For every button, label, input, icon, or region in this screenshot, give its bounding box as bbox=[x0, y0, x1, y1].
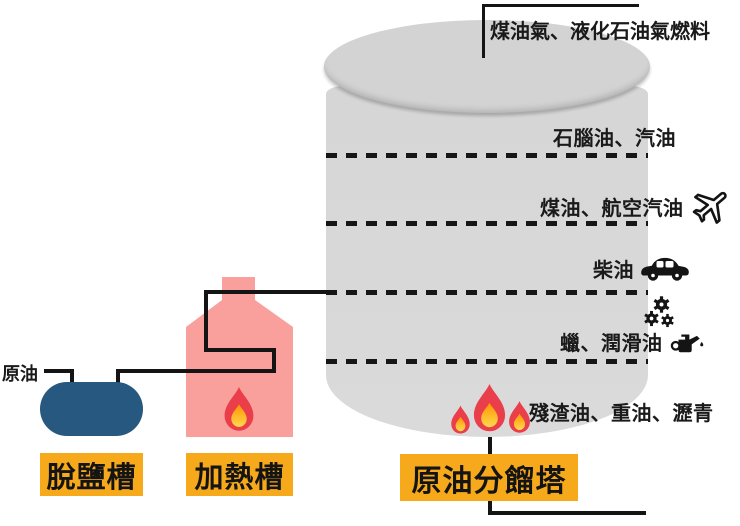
label-petroleum-gas: 煤油氣、液化石油氣燃料 bbox=[490, 21, 710, 43]
tray-dashed-line-1 bbox=[326, 153, 648, 158]
tray-dashed-line-4 bbox=[326, 359, 648, 364]
distillation-tower-body bbox=[326, 86, 648, 437]
bottoms-line-horizontal bbox=[488, 511, 646, 515]
top-outlet-line-horizontal bbox=[482, 4, 639, 7]
tower-name-label: 原油分餾塔 bbox=[400, 454, 578, 501]
label-wax-lubricant: 蠟、潤滑油 bbox=[560, 332, 663, 355]
heater-label: 加熱槽 bbox=[186, 453, 293, 496]
oil-can-icon bbox=[670, 334, 703, 352]
kerosene-row: 煤油、航空汽油 bbox=[540, 183, 733, 229]
airplane-icon bbox=[692, 191, 727, 224]
label-residue-bitumen: 殘渣油、重油、瀝青 bbox=[529, 403, 714, 425]
wax-row: 蠟、潤滑油 bbox=[560, 328, 704, 355]
furnace-flame-icon bbox=[224, 386, 254, 431]
car-icon bbox=[641, 257, 689, 281]
desalter-label: 脫鹽槽 bbox=[40, 453, 143, 496]
tray-dashed-line-2 bbox=[326, 221, 648, 226]
pipe-tank-to-furnace bbox=[116, 369, 276, 373]
flame-large-icon bbox=[473, 384, 506, 432]
pipe-furnace-v2 bbox=[204, 290, 208, 352]
diesel-row: 柴油 bbox=[593, 252, 689, 284]
flame-small-right-icon bbox=[509, 401, 530, 433]
pipe-crude-h1 bbox=[44, 369, 74, 373]
label-diesel: 柴油 bbox=[593, 259, 634, 282]
desalter-tank bbox=[40, 382, 143, 436]
crude-oil-label: 原油 bbox=[2, 364, 38, 384]
distillation-tower-lid bbox=[324, 20, 650, 113]
pipe-furnace-h1 bbox=[204, 348, 276, 352]
tray-dashed-line-3 bbox=[326, 290, 648, 295]
gears-icon bbox=[644, 296, 674, 328]
top-outlet-line-vertical bbox=[482, 4, 485, 58]
pipe-furnace-v1 bbox=[272, 348, 276, 373]
pipe-furnace-to-tower bbox=[204, 290, 330, 294]
label-kerosene-jetfuel: 煤油、航空汽油 bbox=[540, 197, 684, 220]
label-naphtha-gasoline: 石腦油、汽油 bbox=[553, 128, 676, 150]
